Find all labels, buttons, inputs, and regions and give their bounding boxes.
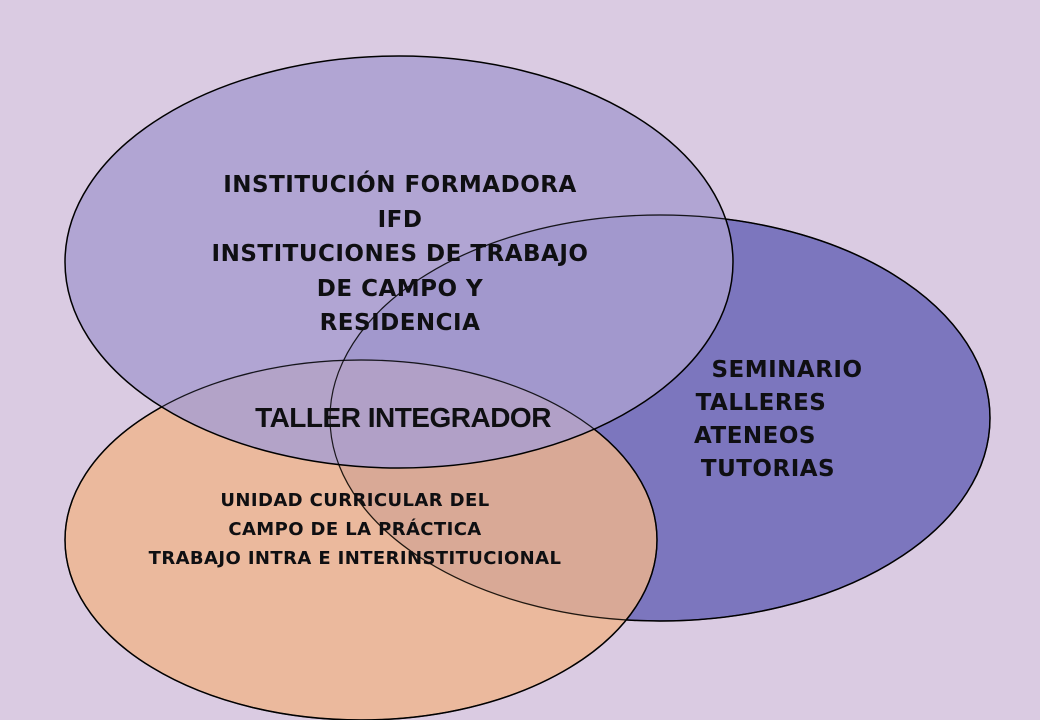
right-circle-label: SEMINARIO TALLERES ATENEOS TUTORIAS [676,354,886,486]
top-circle-line: INSTITUCIONES DE TRABAJO [211,241,589,267]
top-circle-label: INSTITUCIÓN FORMADORA IFD INSTITUCIONES … [160,168,640,341]
bottom-circle-line: TRABAJO INTRA E INTERINSTITUCIONAL [148,548,562,569]
center-intersection-label: TALLER INTEGRADOR [255,402,551,433]
right-circle-line: SEMINARIO [711,357,863,383]
bottom-circle-label: UNIDAD CURRICULAR DEL CAMPO DE LA PRÁCTI… [60,486,650,573]
right-circle-line: ATENEOS [694,423,816,449]
top-circle-line: INSTITUCIÓN FORMADORA [223,172,577,198]
top-circle-line: IFD [377,206,423,233]
right-circle-outline [329,214,991,622]
bottom-circle-line: UNIDAD CURRICULAR DEL [220,490,490,511]
top-circle [64,55,734,469]
bottom-circle-outline [64,359,658,720]
right-circle-line: TALLERES [695,390,827,416]
right-circle-line: TUTORIAS [700,456,836,482]
top-circle-line: DE CAMPO Y [316,275,484,302]
bottom-circle-line: CAMPO DE LA PRÁCTICA [228,519,482,540]
top-circle-line: RESIDENCIA [319,310,481,336]
